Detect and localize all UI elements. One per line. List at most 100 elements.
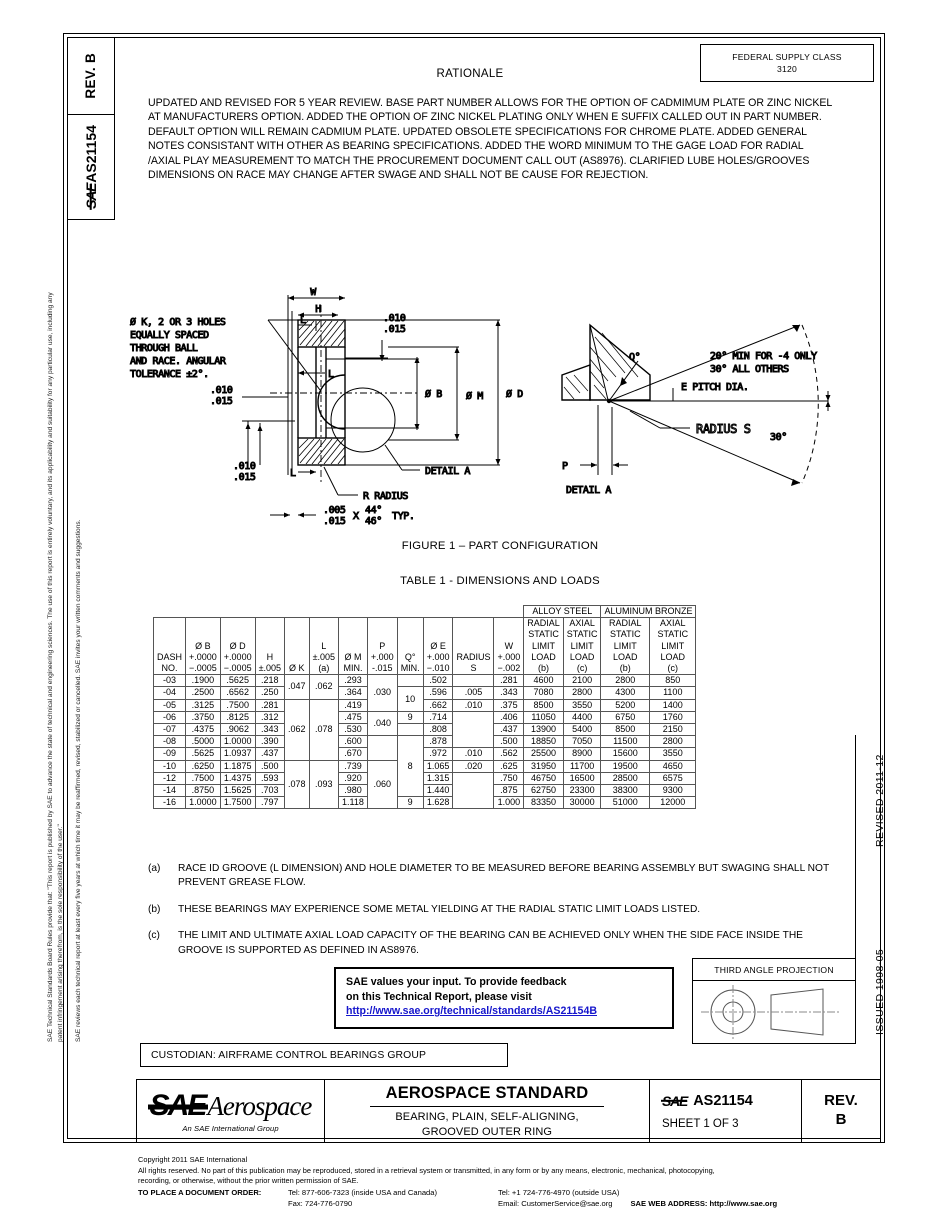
tel-inside-usa: Tel: 877-606-7323 (inside USA and Canada…	[288, 1187, 438, 1197]
cell-bronze-axial: 4650	[649, 759, 697, 773]
copyright-line-1: Copyright 2011 SAE International	[138, 1155, 248, 1164]
description-line-2: GROOVED OUTER RING	[421, 1125, 553, 1138]
tol-left-1: .010	[210, 385, 233, 396]
cell-dash-no: -06	[152, 710, 187, 725]
cell-dash-no: -12	[152, 771, 187, 786]
table-notes: (a) RACE ID GROOVE (L DIMENSION) AND HOL…	[148, 862, 848, 970]
cell-dia-e: .662	[422, 698, 454, 712]
cell-bronze-radial: 8500	[600, 723, 651, 737]
custodian-box: CUSTODIAN: AIRFRAME CONTROL BEARINGS GRO…	[140, 1043, 508, 1067]
cell-dia-b: .6250	[185, 759, 221, 773]
cell-dash-no: -09	[152, 747, 187, 761]
group-header-alloy-steel: ALLOY STEEL	[523, 604, 602, 619]
cell-w: .375	[493, 698, 525, 712]
cell-w: .406	[493, 710, 525, 725]
cell-l: .062	[308, 674, 340, 700]
cell-alloy-radial: 62750	[523, 784, 564, 798]
sheet-number: SHEET 1 OF 3	[662, 1117, 739, 1130]
chamfer-2: .015	[323, 516, 346, 525]
cell-alloy-axial: 2800	[562, 686, 602, 700]
cell-radius-s: .005	[452, 686, 495, 700]
rev-label: REV.	[82, 66, 98, 99]
cell-dia-d: 1.5625	[219, 784, 256, 798]
detail-note-2: 30° ALL OTHERS	[710, 364, 789, 375]
sae-aerospace-logo: SAE Aerospace An SAE International Group	[137, 1080, 325, 1142]
table-col-header-1: Ø B+.0000−.0005	[185, 617, 221, 676]
note-c-text: THE LIMIT AND ULTIMATE AXIAL LOAD CAPACI…	[178, 930, 803, 956]
figure-1-drawing: W H L .010 .015	[120, 225, 880, 525]
dim-b-label: Ø B	[425, 388, 442, 400]
cell-h: .500	[254, 759, 286, 773]
table-col-header-9: Ø E+.000−.010	[422, 617, 454, 676]
page-border-inner	[67, 37, 881, 1139]
chamfer-typ: TYP.	[392, 511, 414, 522]
cell-p: .040	[366, 710, 398, 737]
cell-dia-d: 1.7500	[219, 796, 256, 810]
cell-dia-d: 1.4375	[219, 771, 256, 786]
fax-number: Fax: 724-776-0790	[288, 1199, 353, 1209]
rationale-text: UPDATED AND REVISED FOR 5 YEAR REVIEW. B…	[148, 97, 832, 182]
cell-bronze-radial: 11500	[600, 735, 651, 749]
detail-a-leader-label: DETAIL A	[425, 466, 470, 477]
sae-logo-icon: SAE	[149, 1089, 208, 1122]
note-b-text: THESE BEARINGS MAY EXPERIENCE SOME METAL…	[178, 903, 701, 915]
document-number: AS21154	[82, 125, 99, 183]
feedback-link[interactable]: http://www.sae.org/technical/standards/A…	[346, 1005, 597, 1017]
cell-alloy-radial: 46750	[523, 771, 564, 786]
note-b-label: (b)	[148, 903, 161, 915]
fsc-label: FEDERAL SUPPLY CLASS	[732, 51, 842, 62]
table-caption: TABLE 1 - DIMENSIONS AND LOADS	[400, 575, 600, 587]
cell-dia-m: .739	[338, 759, 368, 773]
cell-w: .343	[493, 686, 525, 700]
cell-q	[396, 723, 424, 737]
cell-alloy-axial: 8900	[562, 747, 602, 761]
detail-30-label: 30°	[770, 432, 787, 443]
cell-dia-e: .972	[422, 747, 454, 761]
cell-bronze-radial: 15600	[600, 747, 651, 761]
cell-alloy-axial: 7050	[562, 735, 602, 749]
cell-alloy-radial: 7080	[523, 686, 564, 700]
cell-alloy-axial: 16500	[562, 771, 602, 786]
note-a-label: (a)	[148, 863, 161, 874]
table-col-header-11: W+.000−.002	[493, 617, 525, 676]
dim-d-label: Ø D	[506, 388, 523, 400]
cell-alloy-radial: 8500	[523, 698, 564, 712]
cell-dia-k: .062	[284, 698, 310, 761]
table-col-header-4: Ø K	[284, 617, 310, 676]
cell-bronze-axial: 12000	[649, 796, 697, 810]
cell-radius-s	[452, 771, 495, 810]
cell-dia-m: .670	[338, 747, 368, 761]
k-holes-note-line2: EQUALLY SPACED	[130, 330, 209, 341]
cell-alloy-radial: 25500	[523, 747, 564, 761]
cell-alloy-axial: 5400	[562, 723, 602, 737]
table-body: -03.1900.5625.218.047.062.293.030.502.28…	[152, 674, 697, 810]
detail-q-label: Q°	[629, 352, 640, 363]
cell-dash-no: -07	[152, 723, 187, 737]
title-block-divider	[370, 1106, 604, 1107]
cell-alloy-radial: 31950	[523, 759, 564, 773]
cell-dia-k: .078	[284, 759, 310, 810]
cell-dia-e: .596	[422, 686, 454, 700]
cell-w: .562	[493, 747, 525, 761]
cell-bronze-radial: 4300	[600, 686, 651, 700]
title-block-doc-number: AS21154	[693, 1092, 753, 1109]
chamfer-a2: 46°	[365, 516, 382, 525]
cell-bronze-radial: 2800	[600, 674, 651, 688]
k-holes-note-line1: Ø K, 2 OR 3 HOLES	[130, 316, 226, 328]
cell-dia-b: .5000	[185, 735, 221, 749]
cell-dia-b: .3750	[185, 710, 221, 725]
cell-bronze-axial: 6575	[649, 771, 697, 786]
tol-top-2: .015	[383, 324, 406, 335]
cell-alloy-radial: 18850	[523, 735, 564, 749]
cell-bronze-radial: 6750	[600, 710, 651, 725]
cell-radius-s	[452, 674, 495, 688]
cell-alloy-axial: 3550	[562, 698, 602, 712]
cell-h: .312	[254, 710, 286, 725]
cell-h: .593	[254, 771, 286, 786]
